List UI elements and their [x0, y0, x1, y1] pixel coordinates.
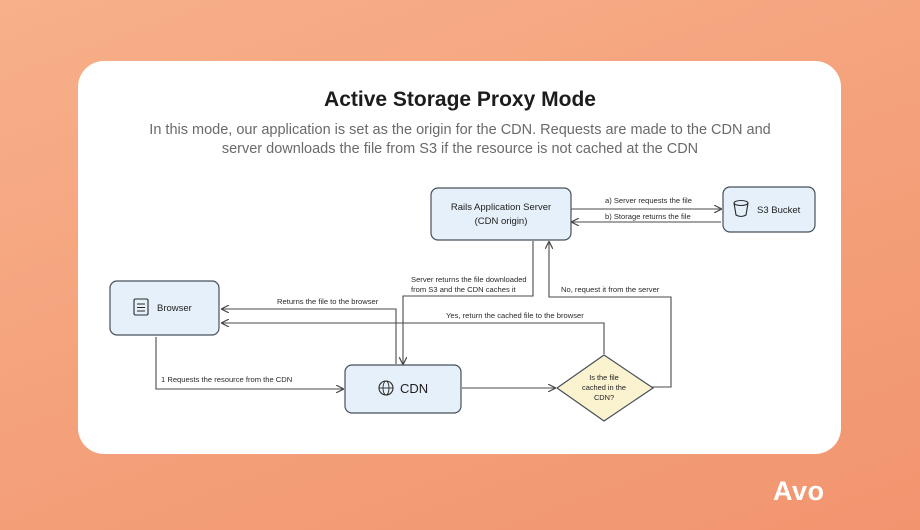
browser-label: Browser	[157, 303, 192, 314]
edge-label-requests-resource: 1 Requests the resource from the CDN	[161, 375, 292, 384]
node-cdn: CDN	[344, 364, 462, 414]
document-icon	[133, 298, 149, 316]
rails-server-label: Rails Application Server	[451, 202, 551, 213]
cdn-label: CDN	[400, 381, 428, 396]
edge-requests-resource: 1 Requests the resource from the CDN	[155, 337, 343, 389]
globe-icon	[378, 380, 394, 396]
s3-bucket-label: S3 Bucket	[757, 205, 801, 216]
avo-logo: Avo	[773, 476, 825, 506]
rails-server-sublabel: (CDN origin)	[475, 216, 528, 227]
node-browser: Browser	[109, 280, 220, 336]
edge-server-requests: a) Server requests the file	[571, 196, 721, 209]
edge-yes-cached: Yes, return the cached file to the brows…	[222, 311, 605, 354]
page-subtitle: In this mode, our application is set as …	[149, 122, 771, 157]
edge-label-yes-cached: Yes, return the cached file to the brows…	[446, 311, 584, 320]
edge-storage-returns: b) Storage returns the file	[572, 212, 721, 222]
node-rails-server: Rails Application Server (CDN origin)	[430, 187, 572, 241]
edge-label-no-request: No, request it from the server	[561, 285, 660, 294]
edge-label-returns-to-browser: Returns the file to the browser	[277, 297, 379, 306]
edge-label-server-requests: a) Server requests the file	[605, 196, 692, 205]
edge-returns-to-browser: Returns the file to the browser	[222, 297, 397, 364]
edge-label-server-returns-2: from S3 and the CDN caches it	[411, 285, 517, 294]
node-s3-bucket: S3 Bucket	[722, 186, 816, 233]
page-title: Active Storage Proxy Mode	[324, 88, 596, 111]
decision-label-1: Is the file	[589, 373, 619, 382]
edge-label-storage-returns: b) Storage returns the file	[605, 212, 691, 221]
node-cache-decision: Is the file cached in the CDN?	[555, 354, 655, 422]
edge-no-request: No, request it from the server	[549, 242, 672, 388]
edge-server-returns: Server returns the file downloaded from …	[403, 241, 534, 364]
decision-label-2: cached in the	[582, 383, 626, 392]
decision-label-3: CDN?	[594, 393, 614, 402]
edge-label-server-returns-1: Server returns the file downloaded	[411, 275, 527, 284]
bucket-icon	[733, 199, 749, 218]
